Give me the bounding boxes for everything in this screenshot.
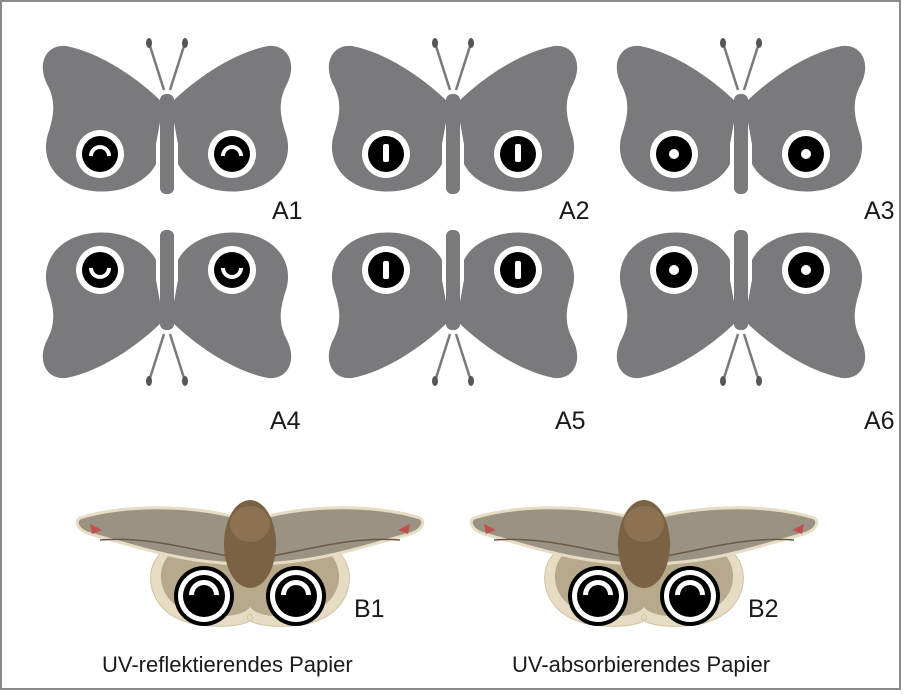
label-b2: B2	[748, 595, 779, 624]
butterfly-a5	[312, 220, 594, 400]
label-a5: A5	[555, 407, 586, 436]
butterfly-a2	[312, 24, 594, 204]
caption-b1: UV-reflektierendes Papier	[102, 652, 353, 678]
butterfly-a6	[600, 220, 882, 400]
label-b1: B1	[354, 595, 385, 624]
butterfly-a1	[26, 24, 308, 204]
butterfly-a4	[26, 220, 308, 400]
caption-b2: UV-absorbierendes Papier	[512, 652, 770, 678]
label-a4: A4	[270, 407, 301, 436]
butterfly-a3	[600, 24, 882, 204]
label-a6: A6	[864, 407, 895, 436]
